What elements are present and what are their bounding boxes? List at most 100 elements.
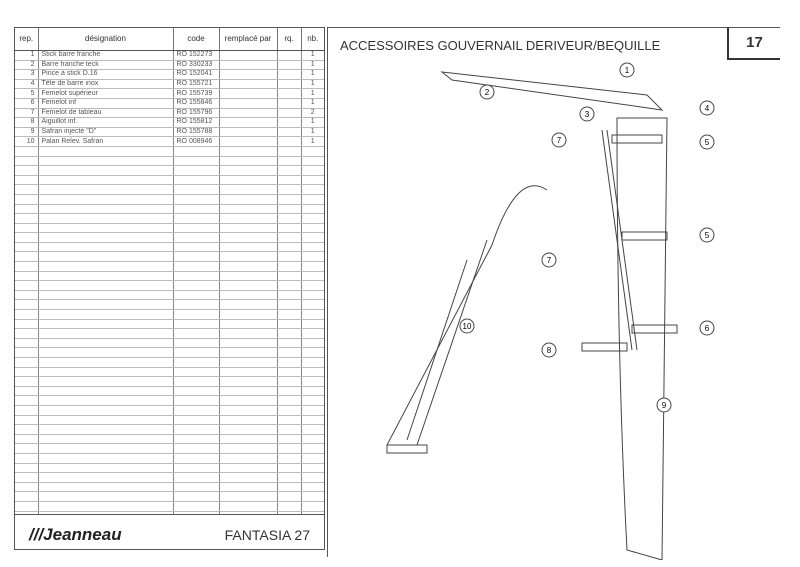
cell-rq [277,424,302,435]
cell-remplace [219,405,278,416]
cell-nb [301,511,324,514]
table-row [15,290,324,301]
cell-nb [301,213,324,224]
cell-remplace [219,472,278,483]
cell-code [173,434,220,445]
cell-rq [277,184,302,195]
table-row [15,434,324,445]
cell-designation: Tête de barre inox [38,79,174,90]
footer: ///Jeanneau FANTASIA 27 [14,515,325,550]
cell-code: RO 008946 [173,136,220,147]
cell-rq [277,261,302,272]
cell-nb [301,328,324,339]
cell-rep [15,184,39,195]
cell-code [173,347,220,358]
cell-remplace [219,367,278,378]
cell-remplace [219,347,278,358]
cell-rep [15,271,39,282]
cell-designation [38,347,174,358]
cell-nb [301,309,324,320]
cell-code [173,175,220,186]
cell-rep: 5 [15,88,39,99]
cell-designation [38,232,174,243]
cell-code [173,165,220,176]
cell-code [173,223,220,234]
cell-code [173,280,220,291]
cell-nb [301,463,324,474]
callout-8: 8 [541,342,557,358]
cell-designation: Pince à stick D.16 [38,69,174,80]
cell-code [173,213,220,224]
cell-designation [38,165,174,176]
cell-remplace [219,175,278,186]
cell-remplace [219,156,278,167]
cell-rq [277,299,302,311]
cell-code [173,511,220,514]
callout-number: 9 [662,401,667,410]
cell-rq [277,443,302,454]
cell-rq [277,117,302,128]
cell-nb: 1 [301,60,324,71]
table-row [15,453,324,464]
cell-nb: 1 [301,127,324,138]
cell-rep [15,251,39,263]
cell-designation [38,184,174,195]
cell-rep [15,232,39,243]
jeanneau-logo: ///Jeanneau [29,525,122,544]
cell-rep [15,453,39,464]
cell-nb [301,146,324,157]
cell-nb [301,175,324,186]
cell-rep [15,386,39,397]
cell-rep [15,213,39,224]
cell-remplace [219,290,278,301]
callout-5: 5 [699,227,715,243]
cell-code: RO 155739 [173,88,220,99]
callout-9: 9 [656,397,672,413]
table-row [15,501,324,512]
cell-designation [38,309,174,320]
header-rq: rq. [277,28,302,51]
cell-remplace [219,299,278,311]
cell-designation: Barre franche teck [38,60,174,71]
cell-code [173,472,220,483]
cell-remplace [219,453,278,464]
cell-nb [301,434,324,445]
table-row [15,242,324,253]
rudder-blade [616,117,668,560]
cell-designation [38,204,174,215]
cell-nb: 1 [301,50,324,61]
cell-code [173,261,220,272]
cell-nb [301,156,324,167]
cell-code [173,376,220,387]
cell-remplace [219,271,278,282]
cell-nb: 1 [301,98,324,109]
cell-code: RO 152273 [173,50,220,61]
cell-designation [38,271,174,282]
cell-rq [277,60,302,71]
cell-rep [15,175,39,186]
table-row [15,491,324,502]
cell-rq [277,319,302,330]
cell-remplace [219,434,278,445]
cell-nb [301,415,324,426]
cell-rq [277,108,302,119]
cell-nb [301,242,324,253]
table-row [15,463,324,474]
cell-remplace [219,204,278,215]
callout-number: 4 [705,104,710,113]
cell-designation [38,453,174,464]
parts-table-panel: rep. désignation code remplacé par rq. n… [14,27,325,515]
cell-designation [38,338,174,349]
cell-code [173,443,220,454]
cell-remplace [219,395,278,406]
cell-rep [15,146,39,157]
callout-number: 6 [705,324,710,333]
cell-designation [38,491,174,502]
cell-rq [277,405,302,416]
callout-number: 7 [557,136,562,145]
cell-code: RO 155846 [173,98,220,109]
